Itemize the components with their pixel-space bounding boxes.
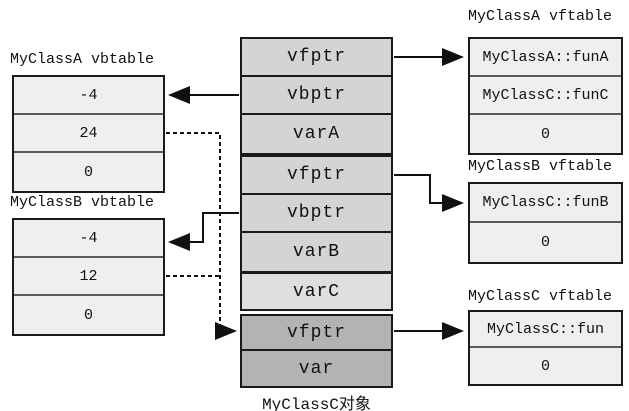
vbtableB-row-2: 0: [14, 296, 163, 334]
vftableA-row-1: MyClassC::funC: [470, 77, 621, 115]
vftableC: MyClassC::fun 0: [468, 310, 623, 386]
object-cell-vfptr-c: vfptr: [242, 316, 391, 351]
object-cell-vfptr-a: vfptr: [242, 39, 391, 77]
arrow-vbptrB-to-vbtableB: [168, 212, 239, 251]
object-cell-vbptr-a: vbptr: [242, 77, 391, 115]
vftableB-row-1: 0: [470, 223, 621, 262]
vftableA-row-0: MyClassA::funA: [470, 39, 621, 77]
object-cell-vfptr-b: vfptr: [242, 157, 391, 195]
object-group-myclassb: vfptr vbptr varB: [240, 155, 393, 273]
vbtableA-row-1: 24: [14, 115, 163, 153]
vbtableA: -4 24 0: [12, 75, 165, 193]
object-group-virtual-base: vfptr var: [240, 314, 393, 388]
vbtableA-row-0: -4: [14, 77, 163, 115]
dashed-offset24-to-virtual-base: [166, 132, 237, 340]
vftableA-row-2: 0: [470, 115, 621, 153]
object-cell-var: var: [242, 351, 391, 386]
arrow-vfptrB-to-vftableB: [394, 174, 464, 212]
vftableC-row-1: 0: [470, 348, 621, 384]
vbtableA-title: MyClassA vbtable: [10, 51, 155, 68]
object-cell-varB: varB: [242, 233, 391, 271]
vbtableA-row-2: 0: [14, 153, 163, 191]
vftableA-title: MyClassA vftable: [468, 8, 613, 25]
object-cell-varA: varA: [242, 115, 391, 153]
vftableB-row-0: MyClassC::funB: [470, 184, 621, 223]
vftableC-row-0: MyClassC::fun: [470, 312, 621, 348]
object-group-myclassc-members: varC: [240, 272, 393, 311]
vbtableB: -4 12 0: [12, 218, 165, 336]
object-caption: MyClassC对象: [262, 396, 371, 411]
vftableB: MyClassC::funB 0: [468, 182, 623, 264]
object-cell-varC: varC: [242, 274, 391, 309]
vftableC-title: MyClassC vftable: [468, 288, 613, 305]
vbtableB-title: MyClassB vbtable: [10, 194, 155, 211]
object-group-myclassa: vfptr vbptr varA: [240, 37, 393, 155]
vftableB-title: MyClassB vftable: [468, 158, 613, 175]
object-cell-vbptr-b: vbptr: [242, 195, 391, 233]
vbtableB-row-0: -4: [14, 220, 163, 258]
vbtableB-row-1: 12: [14, 258, 163, 296]
vftableA: MyClassA::funA MyClassC::funC 0: [468, 37, 623, 155]
